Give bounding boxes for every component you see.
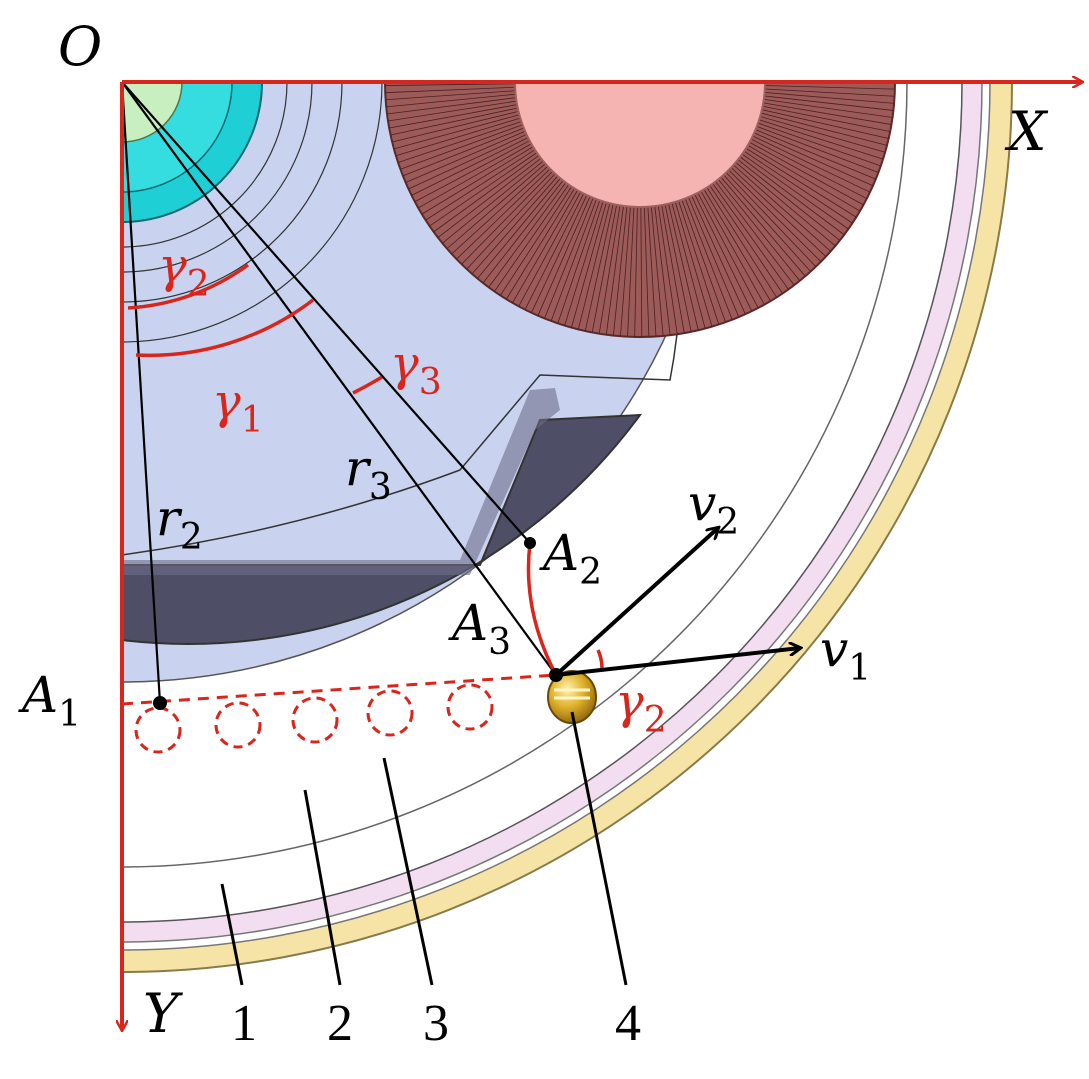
roller-track-circle — [366, 689, 414, 737]
leader-3 — [382, 757, 434, 986]
callout-3: 3 — [423, 995, 449, 1052]
callout-1: 1 — [231, 995, 257, 1052]
line-r3 — [121, 81, 557, 676]
roller — [547, 670, 597, 724]
point-A3 — [549, 668, 563, 682]
label-v1: v1 — [820, 620, 871, 689]
label-gamma1: γ1 — [212, 374, 264, 441]
leader-lines — [220, 711, 628, 986]
label-y-axis: Y — [143, 982, 183, 1045]
roller-track-circle — [446, 683, 494, 731]
label-r3: r3 — [345, 439, 392, 508]
label-A3: A3 — [448, 594, 511, 663]
brush-disc — [384, 82, 896, 338]
arc-gamma1 — [135, 298, 315, 358]
construction-lines — [120, 81, 557, 704]
label-A1: A1 — [18, 666, 81, 735]
pocket-row — [0, 87, 109, 862]
points — [153, 537, 563, 710]
line-OA2 — [121, 81, 531, 544]
arc-A2-A3 — [526, 542, 558, 676]
teeth-row — [0, 83, 99, 918]
label-gamma2: γ2 — [158, 238, 210, 305]
label-r2: r2 — [156, 489, 203, 558]
label-A2: A2 — [539, 524, 602, 593]
label-origin: O — [58, 15, 102, 78]
label-x-axis: X — [1004, 100, 1049, 163]
groove — [122, 413, 643, 645]
leader-4 — [570, 711, 628, 986]
roller-track — [121, 673, 557, 754]
label-gamma3: γ3 — [390, 336, 442, 403]
velocity-vectors — [554, 528, 800, 677]
callout-4: 4 — [615, 995, 641, 1052]
roller-track-circle — [134, 706, 182, 754]
callout-2: 2 — [327, 995, 353, 1052]
vector-v2 — [554, 528, 718, 677]
arc-gamma3 — [352, 375, 383, 395]
roller-track-circle — [214, 701, 262, 749]
arc-gamma2 — [127, 263, 250, 310]
point-A1 — [153, 696, 167, 710]
mechanism-body — [0, 74, 1013, 973]
leader-1 — [220, 883, 244, 986]
hub-core — [122, 82, 183, 143]
hub-slots — [0, 74, 121, 217]
roller-track-circle — [291, 696, 339, 744]
axes — [122, 82, 1082, 1030]
vector-v1 — [555, 648, 800, 677]
angle-arcs — [127, 263, 604, 676]
label-v2: v2 — [688, 474, 739, 543]
line-r2 — [120, 81, 162, 704]
label-gamma2-roller: γ2 — [615, 674, 667, 741]
point-A2 — [524, 537, 536, 549]
leader-2 — [303, 789, 342, 986]
